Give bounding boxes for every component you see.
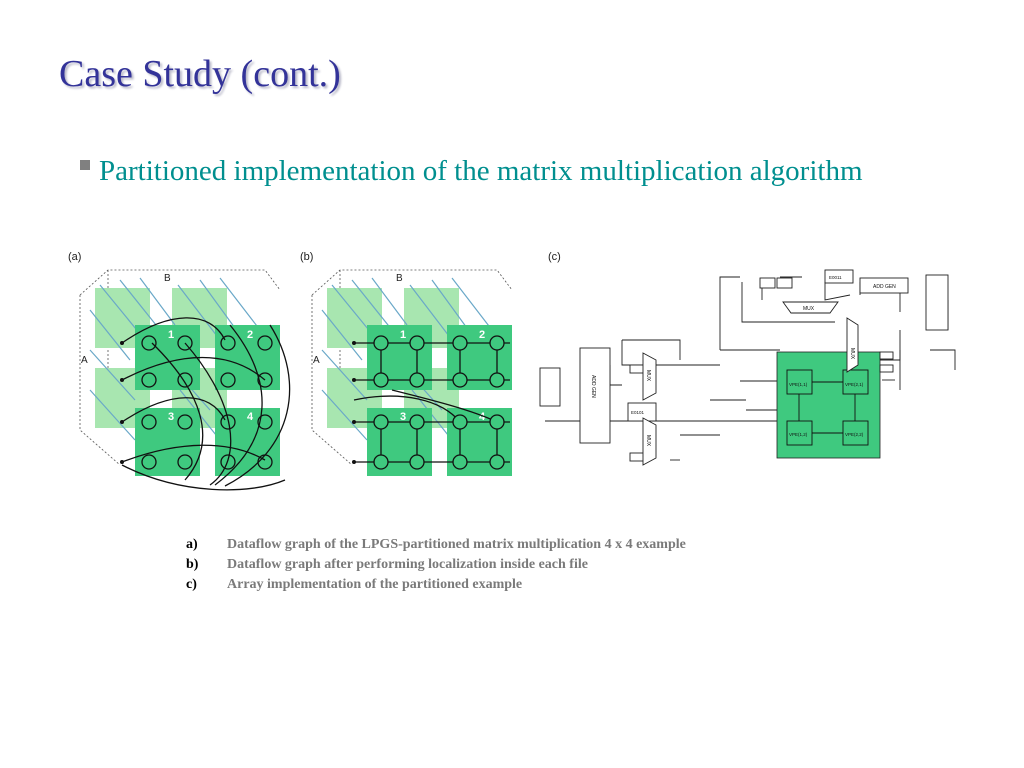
panel-a-axis-a: A [81, 355, 88, 366]
panel-c-reg-top: E0011 [829, 275, 842, 280]
bullet-text: Partitioned implementation of the matrix… [99, 155, 863, 187]
panel-b-axis-a: A [313, 355, 320, 366]
panel-a-block-3 [135, 408, 200, 476]
caption-marker: a) [186, 537, 198, 552]
panel-b-block-4-label: 4 [479, 411, 486, 423]
caption-text: Dataflow graph after performing localiza… [227, 557, 588, 572]
panel-c-vpe-22: VPE(2,2) [845, 432, 864, 437]
panel-b-nodes [373, 335, 505, 470]
caption-text: Dataflow graph of the LPGS-partitioned m… [227, 537, 686, 552]
panel-c-add-gen-left: ADD GEN [590, 375, 596, 398]
caption-item-b: b) Dataflow graph after performing local… [186, 555, 686, 575]
panel-c-mux-left-top: MUX [645, 370, 651, 382]
square-bullet-icon [80, 160, 90, 170]
figure: (a) B A 1 2 3 4 [60, 240, 960, 495]
panel-c-add-gen-right: ADD GEN [873, 284, 896, 290]
caption-marker: b) [186, 557, 199, 572]
panel-a-curved-edges [121, 317, 291, 491]
panel-c-vpe-12: VPE(1,2) [789, 432, 808, 437]
panel-b-block-1-label: 1 [400, 329, 406, 341]
slide-title: Case Study (cont.) [59, 53, 341, 95]
panel-b-local-edges [353, 342, 510, 463]
panel-b: (b) B A 1 2 3 4 [300, 251, 513, 476]
panel-c: (c) [539, 251, 956, 466]
panel-c-reg-mid: E0101 [631, 410, 645, 415]
panel-c-mux-right: MUX [849, 348, 855, 360]
panel-b-block-3-label: 3 [400, 411, 406, 423]
panel-b-label: (b) [300, 251, 313, 263]
caption-list: a) Dataflow graph of the LPGS-partitione… [186, 535, 686, 595]
panel-a: (a) B A 1 2 3 4 [68, 251, 291, 491]
panel-b-input-dots [352, 341, 356, 464]
panel-a-block-2-label: 2 [247, 329, 253, 341]
panel-c-muxes [642, 301, 859, 466]
caption-text: Array implementation of the partitioned … [227, 577, 523, 592]
panel-c-vpe-21: VPE(2,1) [845, 382, 864, 387]
panel-a-block-1 [135, 325, 200, 390]
caption-marker: c) [186, 577, 197, 592]
panel-c-blocks [539, 269, 949, 462]
panel-a-nodes [141, 335, 273, 470]
panel-a-axis-b: B [164, 273, 171, 284]
panel-a-block-4-label: 4 [247, 411, 254, 423]
caption-item-c: c) Array implementation of the partition… [186, 575, 686, 595]
panel-c-vpe-cells [786, 369, 869, 446]
panel-c-mux-top: MUX [803, 306, 815, 312]
panel-c-label: (c) [548, 251, 561, 263]
panel-a-input-dots [120, 341, 124, 464]
panel-a-block-1-label: 1 [168, 329, 174, 341]
caption-item-a: a) Dataflow graph of the LPGS-partitione… [186, 535, 686, 555]
panel-b-block-2-label: 2 [479, 329, 485, 341]
panel-a-label: (a) [68, 251, 81, 263]
panel-a-block-3-label: 3 [168, 411, 174, 423]
panel-b-axis-b: B [396, 273, 403, 284]
panel-c-mux-left-bottom: MUX [645, 435, 651, 447]
panel-c-vpe-11: VPE(1,1) [789, 382, 808, 387]
